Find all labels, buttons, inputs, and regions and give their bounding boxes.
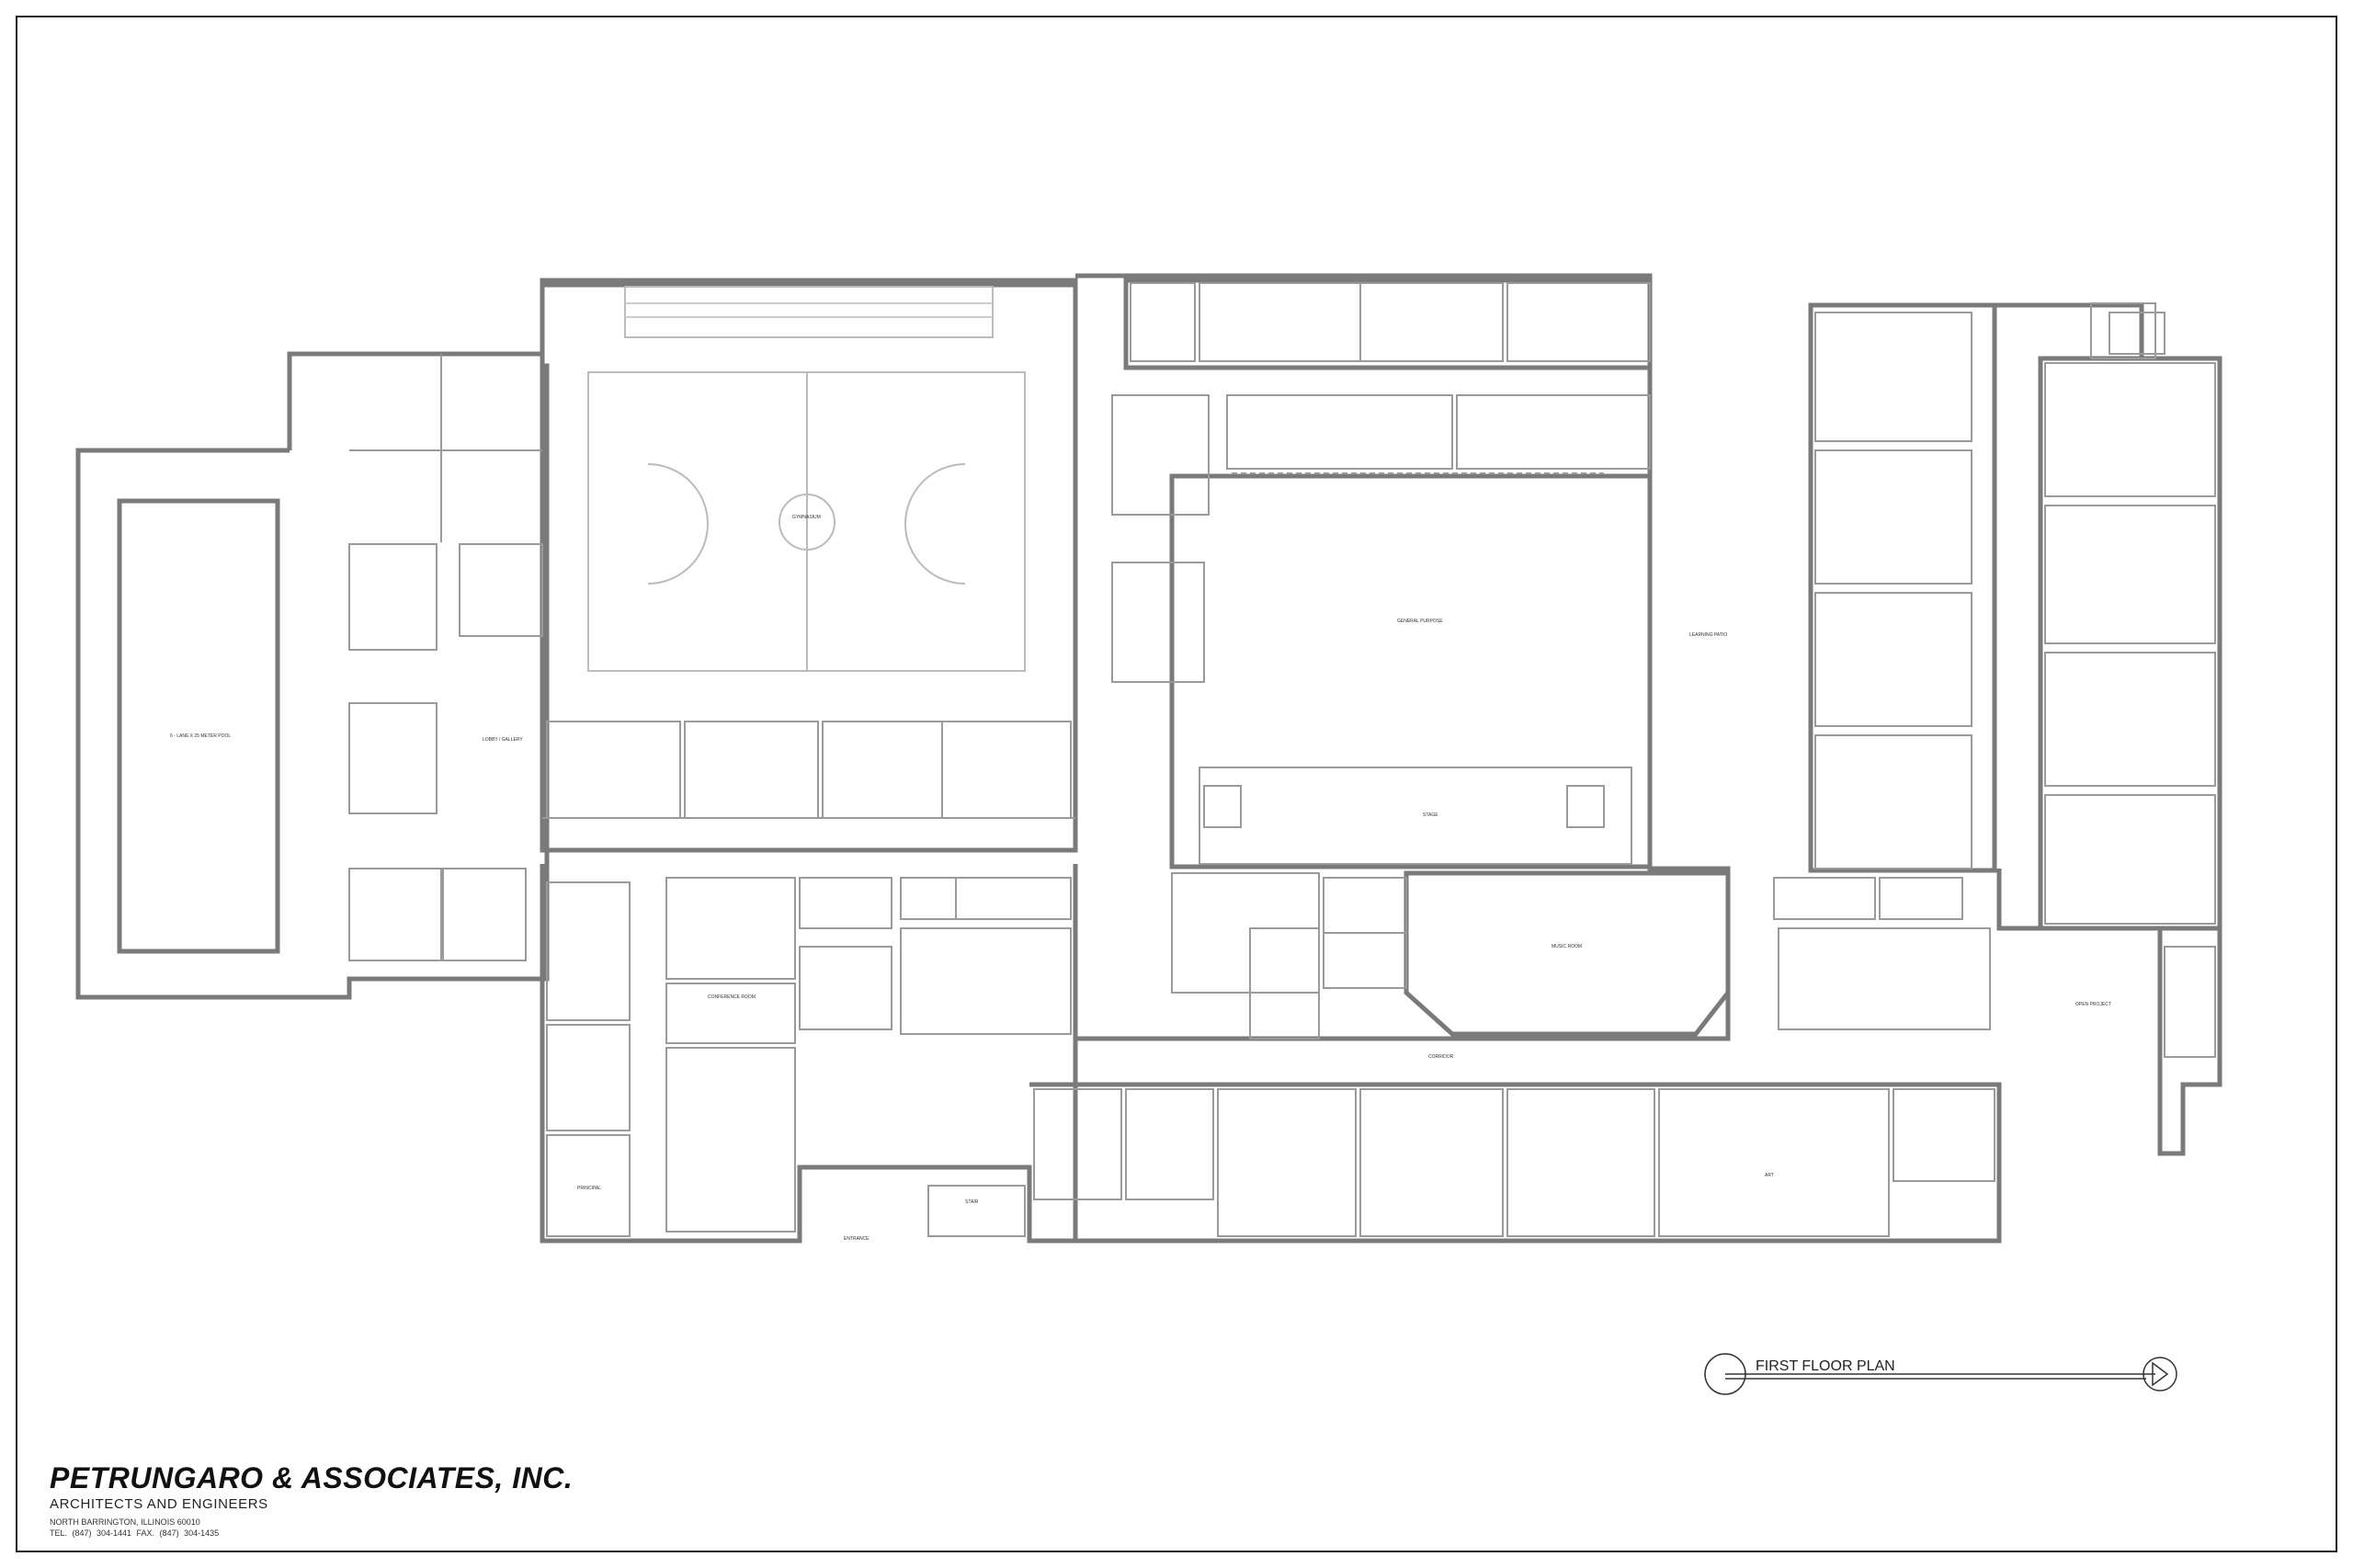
title-marker: [1704, 1353, 2155, 1395]
firm-discipline: ARCHITECTS AND ENGINEERS: [50, 1496, 268, 1512]
label-gymnasium: GYMNASIUM: [792, 515, 821, 520]
label-stair: STAIR: [965, 1199, 979, 1205]
interior-walls: [348, 282, 2216, 1237]
label-corridor: CORRIDOR: [1428, 1054, 1454, 1060]
label-entrance: ENTRANCE: [844, 1236, 870, 1242]
firm-contact: TEL. (847) 304-1441 FAX. (847) 304-1435: [50, 1528, 220, 1538]
firm-name: PETRUNGARO & ASSOCIATES, INC.: [50, 1461, 574, 1494]
label-learning-patio: LEARNING PATIO: [1689, 632, 1728, 638]
label-lobby-gallery: LOBBY / GALLERY: [483, 737, 523, 743]
firm-address: NORTH BARRINGTON, ILLINOIS 60010: [50, 1517, 200, 1527]
sheet-border: [16, 16, 2337, 1552]
north-arrow-icon: [2143, 1357, 2177, 1392]
label-stage: STAGE: [1423, 812, 1438, 818]
label-open-project: OPEN PROJECT: [2075, 1002, 2111, 1007]
label-principal: PRINCIPAL: [577, 1186, 602, 1191]
label-music-room: MUSIC ROOM: [1552, 944, 1583, 949]
label-conference-room: CONFERENCE ROOM: [708, 994, 756, 1000]
label-art: ART: [1765, 1173, 1774, 1178]
building-outline: [75, 273, 2222, 1244]
plan-title: FIRST FLOOR PLAN: [1756, 1358, 1895, 1374]
label-general-purpose: GENERAL PURPOSE: [1397, 619, 1443, 624]
label-pool: 6 - LANE X 25 METER POOL: [170, 733, 232, 739]
